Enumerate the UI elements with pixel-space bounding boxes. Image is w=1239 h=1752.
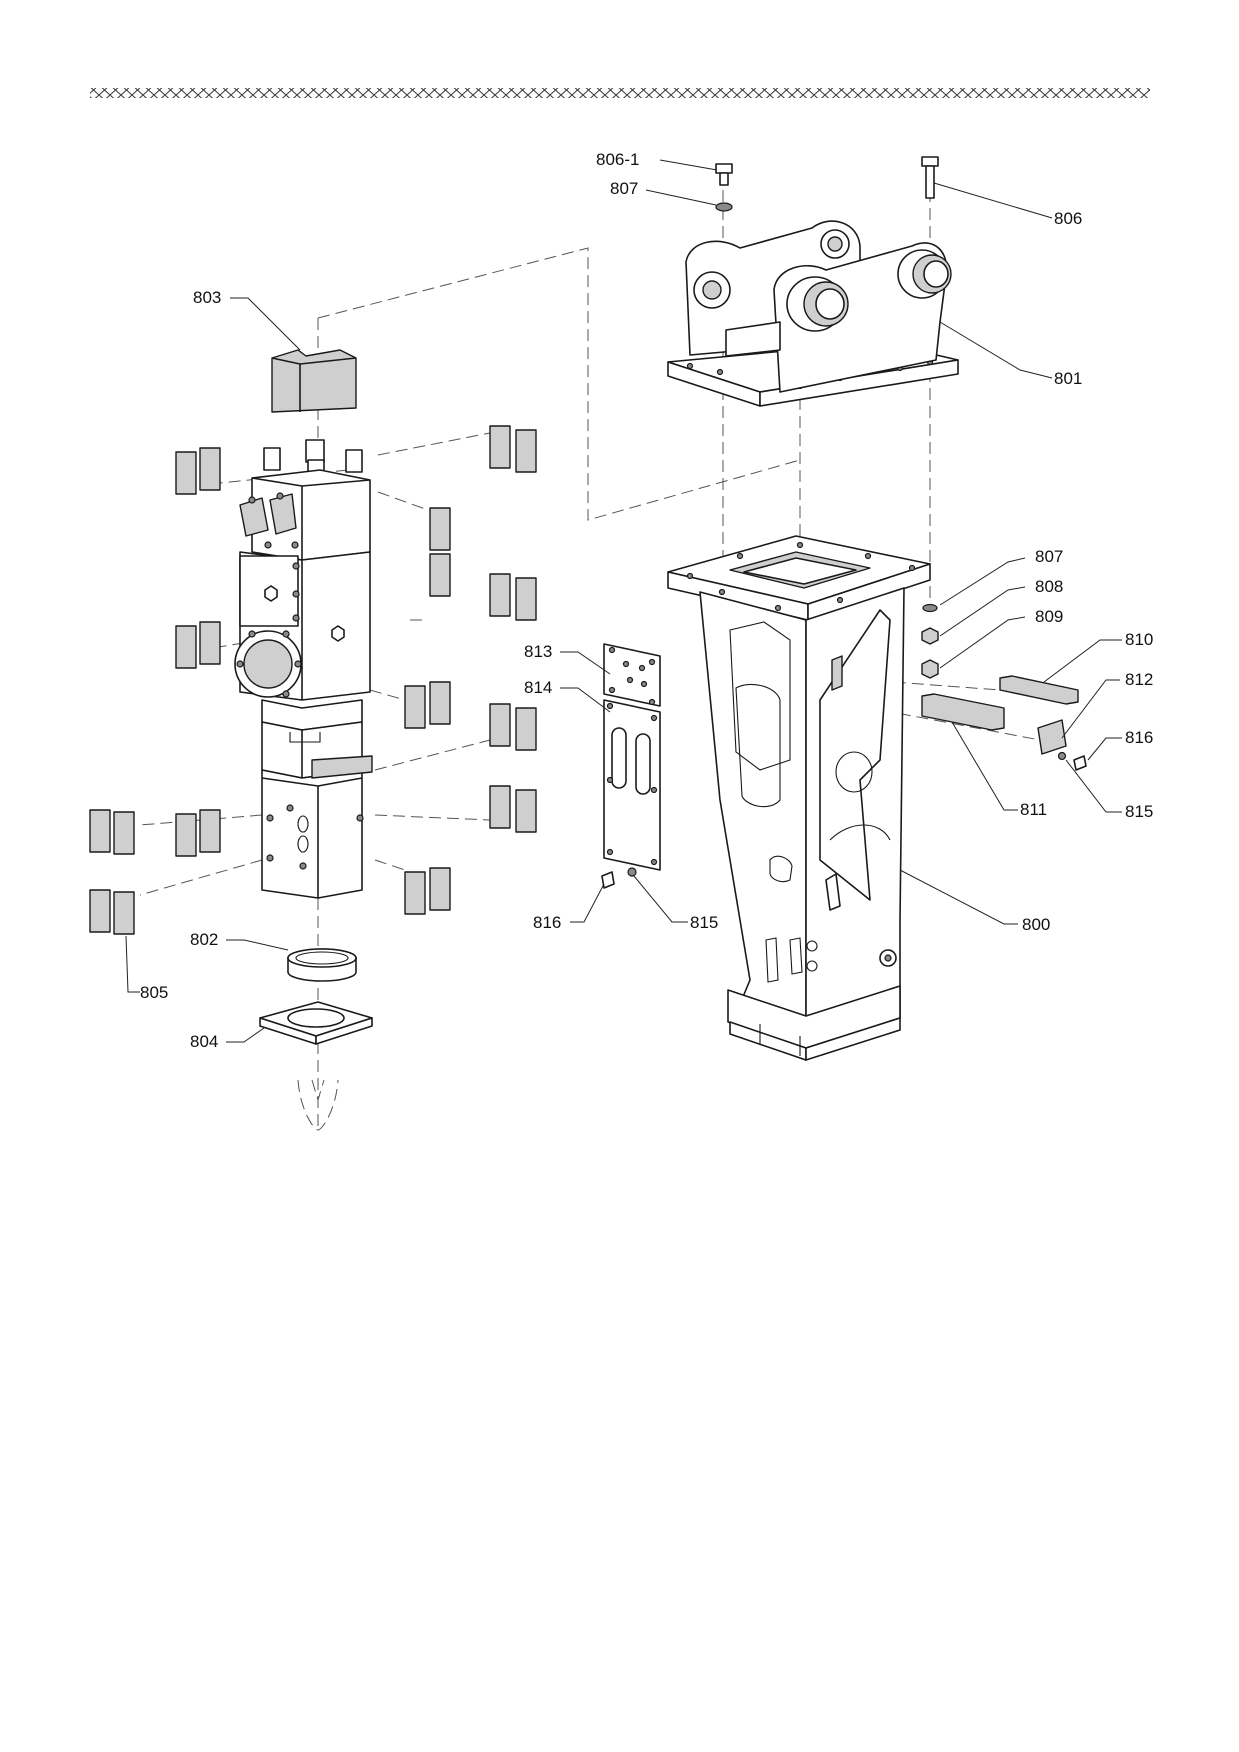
label-806-1: 806-1	[596, 150, 639, 169]
label-815-right: 815	[1125, 802, 1153, 821]
pin-boss-left	[786, 276, 849, 332]
cap-block-803	[271, 349, 357, 413]
mounting-bracket-801	[667, 220, 959, 407]
screw-816-right	[1073, 755, 1087, 771]
label-805: 805	[140, 983, 168, 1002]
label-800: 800	[1022, 915, 1050, 934]
cover-plate-814	[603, 699, 661, 871]
screw-816-mid	[601, 871, 615, 889]
label-811: 811	[1020, 800, 1047, 819]
label-806: 806	[1054, 209, 1082, 228]
washer-815-mid	[627, 867, 637, 877]
rail-810	[999, 675, 1079, 705]
wear-pads-805	[89, 425, 537, 935]
pin-boss-right	[897, 249, 952, 299]
label-808: 808	[1035, 577, 1063, 596]
label-815-mid: 815	[690, 913, 718, 932]
rail-811	[921, 693, 1005, 731]
leader-lines	[125, 159, 1122, 1043]
label-812: 812	[1125, 670, 1153, 689]
label-807-top: 807	[610, 179, 638, 198]
label-803: 803	[193, 288, 221, 307]
hydraulic-fittings	[239, 492, 299, 549]
front-plate-804	[259, 1001, 373, 1045]
label-814: 814	[524, 678, 552, 697]
bolt-806	[921, 156, 939, 199]
bushing-ring-802	[287, 948, 357, 982]
label-810: 810	[1125, 630, 1153, 649]
cover-plate-813	[603, 643, 661, 707]
chisel-tip-phantom	[297, 1079, 339, 1131]
washer-807-right	[922, 603, 938, 613]
label-809: 809	[1035, 607, 1063, 626]
housing-800	[667, 535, 931, 1061]
nut-808	[921, 627, 939, 645]
label-804: 804	[190, 1032, 218, 1051]
nut-809	[921, 659, 939, 679]
label-816-mid: 816	[533, 913, 561, 932]
cover-plate-812	[1037, 719, 1067, 755]
label-807-right: 807	[1035, 547, 1063, 566]
label-813: 813	[524, 642, 552, 661]
accumulator	[234, 630, 302, 698]
power-cell-cylinder	[234, 349, 373, 899]
label-801: 801	[1054, 369, 1082, 388]
label-802: 802	[190, 930, 218, 949]
header-border-pattern	[90, 88, 1150, 98]
washer-815-right	[1057, 751, 1067, 761]
label-816-right: 816	[1125, 728, 1153, 747]
callout-labels: 806-1 807 806 803 801 807 808 809 810 81…	[140, 150, 1153, 1051]
bolt-806-1	[715, 163, 733, 212]
